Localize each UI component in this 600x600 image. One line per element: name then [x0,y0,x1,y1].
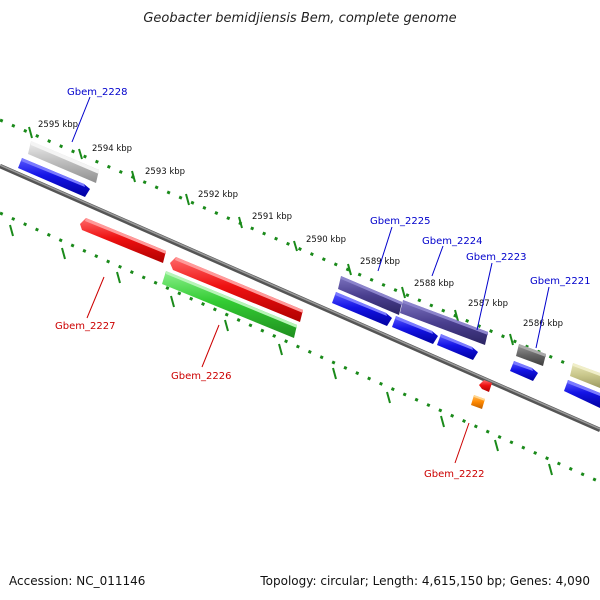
gene-labels: Gbem_2228 Gbem_2225 Gbem_2224 Gbem_2223 … [55,87,590,480]
scale-label: 2595 kbp [38,120,78,130]
gene-gbem-2224-cds-arrow[interactable] [392,316,438,344]
scale-label: 2592 kbp [198,190,238,200]
gene-gbem-2221-bar[interactable] [516,344,546,366]
gene-gbem-2222-cds-arrow[interactable] [479,380,492,392]
gene-gbem-2223-cds-arrow[interactable] [437,334,478,360]
scale-label: 2591 kbp [252,212,292,222]
gene-gbem-2227-cds-arrow[interactable] [80,218,166,263]
genome-backbone [0,163,600,433]
map-title: Geobacter bemidjiensis Bem, complete gen… [143,11,456,26]
scale-label: 2586 kbp [523,319,563,329]
scale-label: 2593 kbp [145,167,185,177]
gene-label-gbem-2221[interactable]: Gbem_2221 [530,276,590,287]
gene-gbem-2225-bar[interactable] [338,276,402,315]
scale-label: 2589 kbp [360,257,400,267]
gene-label-gbem-2222[interactable]: Gbem_2222 [424,469,484,480]
forward-tick-track [0,118,600,380]
gene-khaki-bar[interactable] [570,363,600,388]
gene-right-edge-cds-arrow[interactable] [564,380,600,408]
gene-gbem-2226-bar[interactable] [162,271,297,338]
scale-labels: 2595 kbp 2594 kbp 2593 kbp 2592 kbp 2591… [38,120,563,329]
scale-label: 2588 kbp [414,279,454,289]
gene-gbem-2224-bar[interactable] [400,300,488,345]
accession-text: Accession: NC_011146 [9,574,145,588]
reverse-major-ticks [9,224,553,476]
reverse-leader-lines [86,276,470,464]
genome-summary-text: Topology: circular; Length: 4,615,150 bp… [259,574,590,588]
scale-label: 2590 kbp [306,235,346,245]
forward-leader-lines [71,96,550,349]
forward-major-ticks [28,126,514,346]
gene-label-gbem-2224[interactable]: Gbem_2224 [422,236,482,247]
gene-label-gbem-2225[interactable]: Gbem_2225 [370,216,430,227]
scale-label: 2587 kbp [468,299,508,309]
gene-gbem-2228-cds-arrow[interactable] [18,158,90,197]
gene-label-gbem-2223[interactable]: Gbem_2223 [466,252,526,263]
gene-gbem-2225-cds-arrow[interactable] [332,292,392,326]
gene-gbem-2228-bar[interactable] [28,141,99,183]
gene-label-gbem-2226[interactable]: Gbem_2226 [171,371,231,382]
scale-label: 2594 kbp [92,144,132,154]
gene-red-cds-arrow[interactable] [170,257,303,322]
gene-label-gbem-2227[interactable]: Gbem_2227 [55,321,115,332]
gene-gbem-2222-bar[interactable] [471,395,485,409]
gene-gbem-2221-cds-arrow[interactable] [510,361,538,381]
genome-backbone-highlight [0,164,600,430]
gene-label-gbem-2228[interactable]: Gbem_2228 [67,87,127,98]
reverse-tick-track [0,211,600,484]
